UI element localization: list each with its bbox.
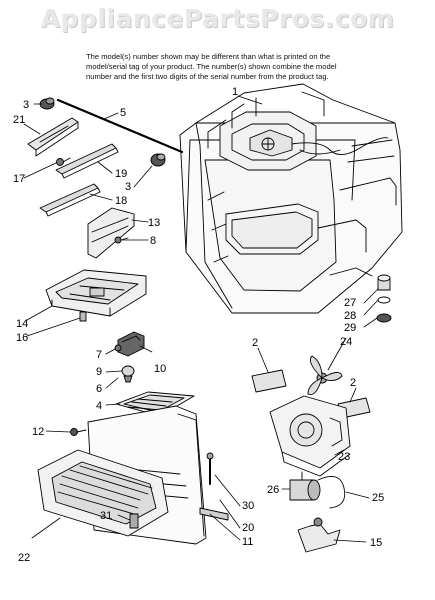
callout-7: 7 — [96, 349, 102, 361]
callout-21: 21 — [13, 114, 25, 126]
note-line: model/serial tag of your product. The nu… — [86, 61, 337, 71]
part-15-bracket — [297, 517, 341, 553]
callout-13: 13 — [148, 217, 160, 229]
callout-20: 20 — [242, 522, 254, 534]
part-5-rod — [56, 98, 184, 154]
callout-16: 16 — [16, 332, 28, 344]
callout-25: 25 — [372, 492, 384, 504]
part-21-bracket — [27, 117, 79, 157]
callout-30: 30 — [242, 500, 254, 512]
part-7-screw — [114, 344, 122, 352]
part-19-rail — [55, 143, 119, 179]
part-8-screw — [114, 236, 129, 244]
callout-9: 9 — [96, 366, 102, 378]
callout-2: 2 — [252, 337, 258, 349]
part-2-pad-left — [251, 369, 287, 393]
callout-6: 6 — [96, 383, 102, 395]
part-31-clip — [129, 513, 139, 529]
note-line: The model(s) number shown may be differe… — [86, 52, 331, 61]
part-9-bulb — [121, 365, 135, 383]
part-29-washer — [376, 313, 392, 323]
callout-28: 28 — [344, 310, 356, 322]
callout-17: 17 — [13, 173, 25, 185]
callout-8: 8 — [150, 235, 156, 247]
part-4-light-cover — [115, 391, 195, 417]
part-12-screw — [70, 428, 87, 436]
leader-lines — [23, 95, 379, 543]
callout-3: 3 — [23, 99, 29, 111]
callout-12: 12 — [32, 426, 44, 438]
part-28-washer — [377, 296, 391, 304]
note-line: number and the first two digits of the s… — [86, 71, 329, 81]
part-3-knob-top — [39, 97, 55, 110]
part-16-clip — [79, 311, 87, 322]
part-23-fan-shroud — [269, 395, 351, 477]
callout-27: 27 — [344, 297, 356, 309]
callout-26: 26 — [267, 484, 279, 496]
callout-1: 1 — [232, 86, 238, 98]
part-27-grommet — [377, 274, 391, 291]
callout-labels: 1 2 2 3 3 4 5 6 7 8 9 10 11 12 13 14 15 … — [13, 86, 384, 564]
callout-10: 10 — [154, 363, 166, 375]
part-25-wire — [317, 475, 346, 509]
part-26-motor — [289, 471, 321, 501]
callout-29: 29 — [344, 322, 356, 334]
part-13-bracket — [87, 207, 135, 259]
callout-14: 14 — [16, 318, 28, 330]
callout-11: 11 — [242, 536, 253, 548]
callout-3: 3 — [125, 181, 131, 193]
part-17-screw — [56, 157, 71, 166]
callout-24: 24 — [340, 336, 352, 348]
part-18-rail — [39, 183, 101, 217]
callout-31: 31 — [100, 510, 112, 522]
part-30-pin — [206, 452, 214, 485]
part-20-tube — [199, 507, 229, 521]
callout-5: 5 — [120, 107, 126, 119]
callout-23: 23 — [338, 451, 350, 463]
callout-22: 22 — [18, 552, 30, 564]
model-note: The model(s) number shown may be differe… — [86, 52, 376, 81]
callout-4: 4 — [96, 400, 102, 412]
part-24-fan-blade — [307, 355, 343, 396]
callout-19: 19 — [115, 168, 127, 180]
callout-15: 15 — [370, 537, 382, 549]
part-1-housing — [179, 83, 403, 314]
part-14-control-housing — [45, 269, 147, 317]
callout-2: 2 — [350, 377, 356, 389]
part-3-knob-lower — [150, 153, 166, 167]
watermark-logo: AppliancePartsPros.com — [40, 4, 395, 33]
part-10-socket — [117, 331, 145, 357]
callout-18: 18 — [115, 195, 127, 207]
